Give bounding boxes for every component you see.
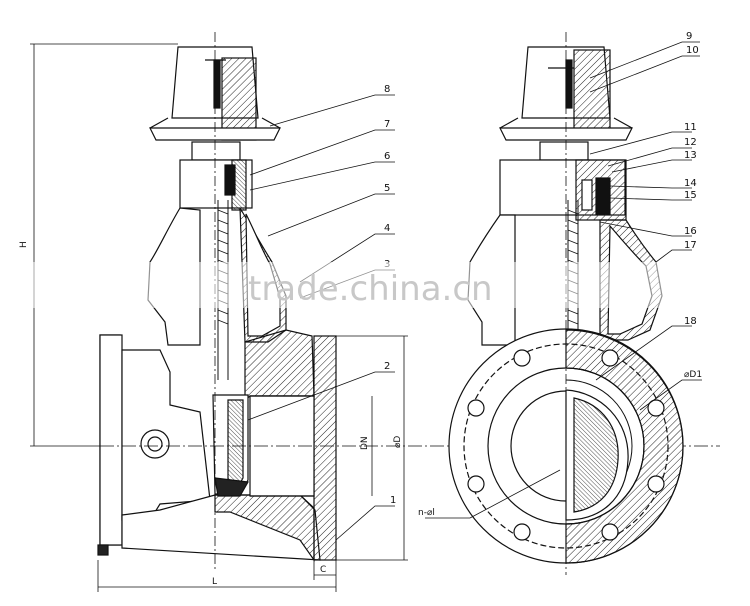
dim-H: H bbox=[19, 241, 29, 248]
dim-D: ⌀D bbox=[393, 436, 403, 448]
part-label-16: 16 bbox=[684, 226, 697, 237]
part-label-11: 11 bbox=[684, 122, 697, 133]
watermark-band bbox=[0, 262, 750, 308]
bolt-holes bbox=[467, 349, 665, 541]
part-label-2: 2 bbox=[384, 361, 390, 372]
dim-L: L bbox=[212, 577, 217, 587]
stem-seal-housing bbox=[191, 141, 241, 161]
part-label-17: 17 bbox=[684, 240, 697, 251]
part-label-13: 13 bbox=[684, 150, 697, 161]
dim-DN: DN bbox=[360, 436, 370, 450]
part-label-10: 10 bbox=[686, 45, 699, 56]
side-callout-lines bbox=[425, 41, 702, 519]
part-label-14: 14 bbox=[684, 178, 697, 189]
part-label-12: 12 bbox=[684, 137, 697, 148]
part-label-18: 18 bbox=[684, 316, 697, 327]
part-label-15: 15 bbox=[684, 190, 697, 201]
part-label-9: 9 bbox=[686, 31, 692, 42]
cap-section-hatch bbox=[221, 57, 257, 141]
side-view bbox=[448, 32, 684, 575]
part-label-8: 8 bbox=[384, 84, 390, 95]
part-label-4: 4 bbox=[384, 223, 390, 234]
watermark-text: trade.china.cn bbox=[248, 269, 493, 309]
dim-bolt-holes: n-⌀l bbox=[418, 508, 435, 518]
part-label-1: 1 bbox=[390, 495, 396, 506]
dim-D1: ⌀D1 bbox=[684, 370, 702, 380]
part-label-6: 6 bbox=[384, 151, 390, 162]
outlet-flange-section bbox=[313, 335, 337, 561]
part-label-7: 7 bbox=[384, 119, 390, 130]
body-section bbox=[244, 329, 315, 402]
inlet-flange bbox=[99, 334, 123, 546]
part-label-5: 5 bbox=[384, 183, 390, 194]
dim-C: C bbox=[320, 565, 326, 575]
cap-flange bbox=[149, 127, 281, 141]
